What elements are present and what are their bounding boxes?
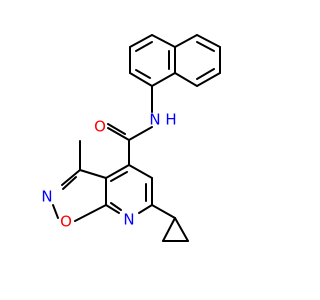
label-amide-nh: N H: [149, 111, 176, 129]
molecule-diagram: O N H N O N: [41, 34, 221, 242]
label-pyridine-n: N: [123, 211, 134, 229]
cyclopropyl-group: [151, 204, 189, 242]
label-isoxazole-o: O: [60, 213, 72, 231]
naphthalene-ring-b: [174, 34, 221, 87]
atom-o-isoxazole: O: [60, 213, 72, 231]
label-isoxazole-n: N: [41, 188, 52, 206]
atom-o-carbonyl: O: [94, 118, 106, 136]
isoxazole-ring: [52, 169, 107, 222]
naphthalene-ring-a: [129, 34, 176, 87]
pyridine-ring: [105, 164, 153, 214]
atom-n-amide: N: [149, 111, 160, 129]
structure-svg: O N H N O N: [41, 34, 221, 242]
amide-group: [107, 123, 153, 166]
atom-n-isoxazole: N: [41, 188, 52, 206]
atom-n-pyridine: N: [123, 211, 134, 229]
label-carbonyl-o: O: [94, 118, 106, 136]
atom-h-amide: H: [165, 111, 176, 129]
